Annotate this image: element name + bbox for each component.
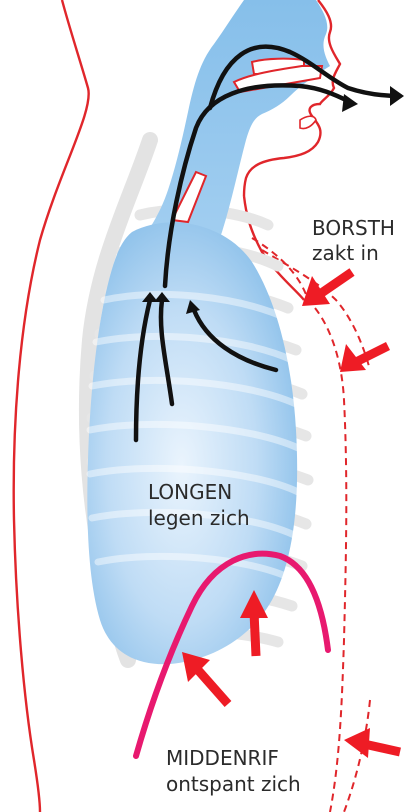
lungs-label-line-1: LONGEN bbox=[148, 480, 232, 504]
lungs-label-line-2: legen zich bbox=[148, 506, 250, 530]
side-force-arrow bbox=[364, 744, 400, 752]
chest-label-line-2: zakt in bbox=[312, 241, 379, 265]
arrowhead bbox=[390, 86, 404, 106]
lungs bbox=[87, 222, 297, 664]
diaphragm-force-arrow bbox=[254, 612, 256, 656]
diaphragm-force-arrow bbox=[198, 670, 228, 704]
chest-force-arrow bbox=[320, 272, 352, 294]
chest-label-line-1: BORSTH bbox=[312, 216, 395, 240]
diaphragm-label-line-2: ontspant zich bbox=[166, 772, 301, 796]
diaphragm-label-line-1: MIDDENRIF bbox=[166, 746, 279, 770]
arrowhead bbox=[344, 728, 370, 758]
lip bbox=[300, 116, 316, 128]
arrowhead bbox=[342, 94, 358, 112]
back-outline bbox=[14, 0, 89, 812]
chest-force-arrow bbox=[356, 346, 388, 362]
